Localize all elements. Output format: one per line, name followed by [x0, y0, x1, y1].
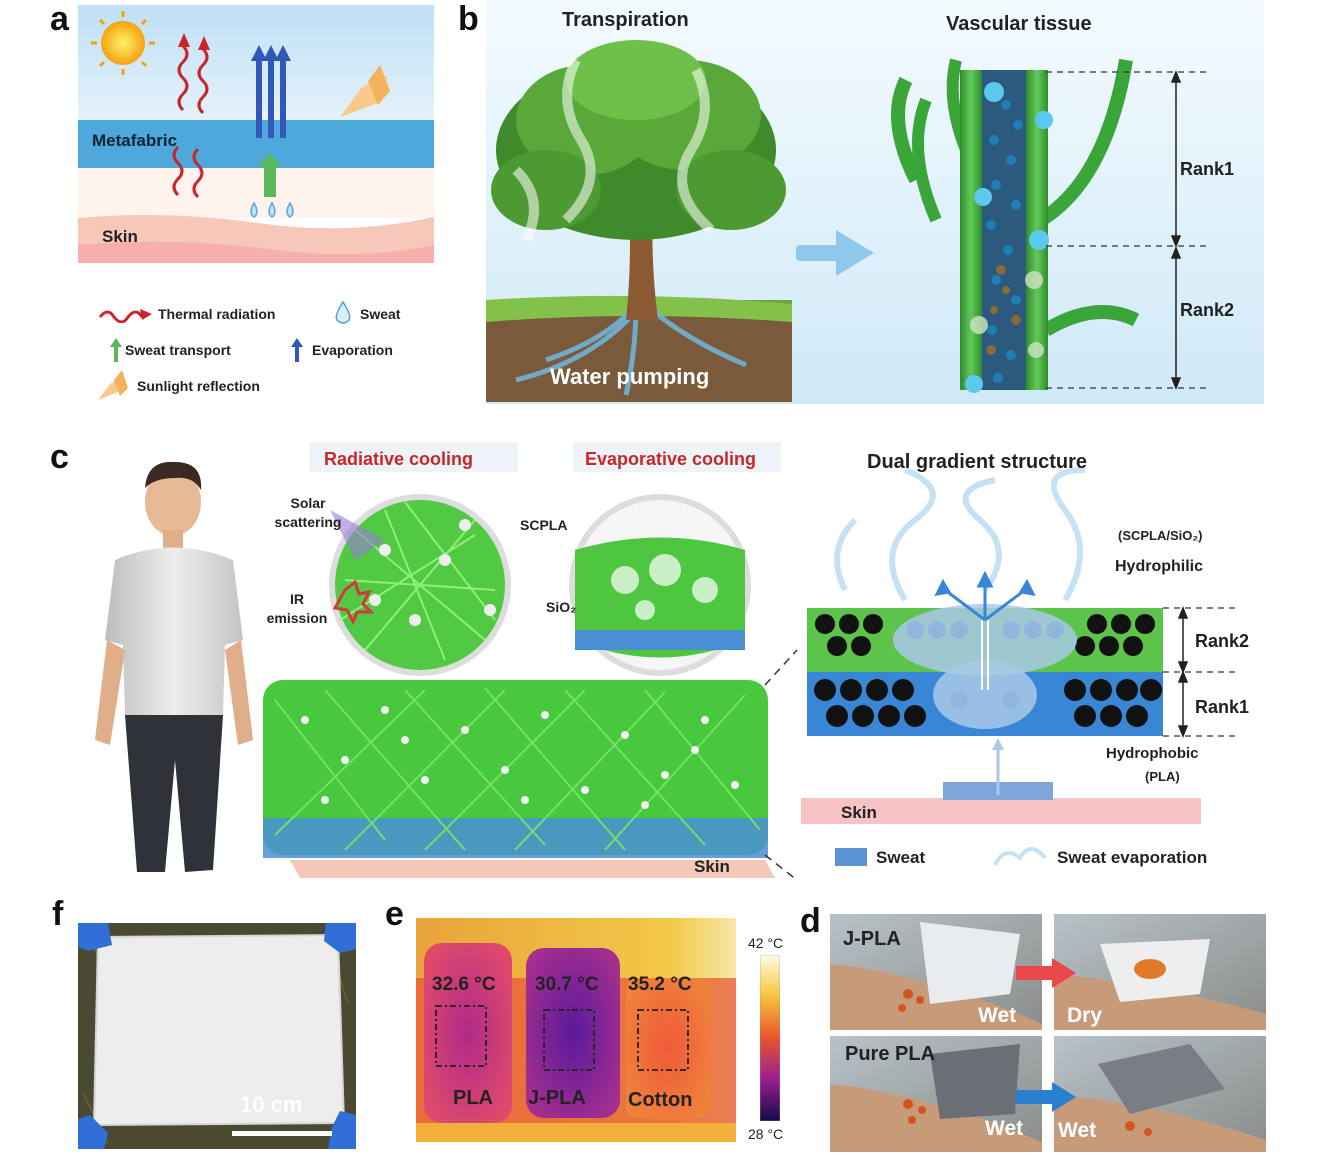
- legend-evaporation-label: Evaporation: [312, 342, 393, 358]
- vascular-tissue-title: Vascular tissue: [946, 13, 1092, 35]
- legend-thermal-label: Thermal radiation: [158, 306, 276, 322]
- wet-label-3: Wet: [1058, 1119, 1097, 1142]
- vascular-tissue-icon: [891, 58, 1140, 393]
- panel-label-f: f: [52, 895, 64, 933]
- wet-dry-photos: [830, 914, 1266, 1152]
- wet-label-2: Wet: [985, 1117, 1024, 1140]
- sweat-transport-arrow-icon: [258, 153, 282, 197]
- legend-transport-label: Sweat transport: [125, 342, 231, 358]
- sun-icon: [91, 11, 155, 75]
- wet-label-1: Wet: [978, 1004, 1017, 1027]
- legend-evaporation-icon: [993, 847, 1047, 866]
- wet-arrow-icon: [1016, 1082, 1076, 1112]
- panel-label-a: a: [50, 0, 69, 38]
- panel-c-illustration: [95, 442, 1235, 880]
- thermal-radiation-icon: [172, 44, 209, 199]
- skin-label-c: Skin: [841, 803, 877, 822]
- water-pumping-label: Water pumping: [550, 364, 710, 389]
- rank2-label-c: Rank2: [1195, 631, 1250, 651]
- hydrophilic-label: Hydrophilic: [1115, 558, 1204, 575]
- sunlight-reflection-icon: [340, 65, 390, 117]
- legend-sunlight-icon: [98, 370, 128, 400]
- panel-b-illustration: [486, 0, 1264, 404]
- ir-emission-label: IR emission: [266, 591, 328, 626]
- rank1-label-c: Rank1: [1195, 697, 1250, 717]
- sio2-label: SiO₂: [546, 599, 577, 615]
- fabric-block-icon: [263, 680, 775, 878]
- person-figure-icon: [95, 461, 253, 872]
- flow-arrow-icon: [796, 230, 874, 276]
- skin-label-fabric: Skin: [694, 857, 730, 876]
- sample-cotton-label: Cotton: [628, 1089, 693, 1111]
- evaporation-arrows-icon: [251, 45, 291, 138]
- fabric-photo: [78, 923, 356, 1149]
- temperature-colorbar: [760, 955, 780, 1121]
- scale-bar-label: 10 cm: [240, 1092, 303, 1117]
- legend-transport-icon: [110, 338, 122, 362]
- evaporative-magnified-circle-icon: [569, 494, 751, 676]
- panel-label-e: e: [385, 895, 404, 933]
- legend-sweat-swatch: [835, 848, 867, 866]
- panel-label-b: b: [458, 0, 479, 38]
- rank2-label-b: Rank2: [1180, 300, 1235, 320]
- panel-label-d: d: [800, 902, 821, 940]
- metafabric-label: Metafabric: [92, 131, 178, 150]
- thermal-image: [416, 918, 736, 1142]
- dual-gradient-layers-icon: [801, 467, 1201, 824]
- legend-sweat-drop-icon: [335, 300, 351, 324]
- skin-label-a: Skin: [102, 227, 138, 246]
- temp-pla-label: 32.6 °C: [432, 974, 496, 995]
- evaporative-cooling-title: Evaporative cooling: [585, 449, 757, 469]
- scpla-label: SCPLA: [520, 517, 568, 533]
- bottom-material-label: (PLA): [1145, 769, 1180, 784]
- pure-pla-photo-label: Pure PLA: [845, 1043, 936, 1065]
- dry-arrow-icon: [1016, 958, 1076, 988]
- legend-sweat-label: Sweat: [360, 306, 401, 322]
- legend-evaporation-label-c: Sweat evaporation: [1057, 848, 1208, 867]
- legend-sunlight-label: Sunlight reflection: [137, 378, 260, 394]
- legend-sweat-label-c: Sweat: [876, 848, 926, 867]
- top-material-label: (SCPLA/SiO₂): [1118, 528, 1203, 543]
- legend-evaporation-icon: [291, 338, 303, 362]
- radiative-magnified-circle-icon: [329, 494, 511, 676]
- sweat-droplets-icon: [250, 201, 294, 218]
- panel-a-illustration: [78, 5, 434, 263]
- radiative-cooling-title: Radiative cooling: [324, 449, 474, 469]
- legend-thermal-icon: [98, 309, 152, 323]
- colorbar-max-label: 42 °C: [748, 935, 784, 951]
- dry-label: Dry: [1067, 1004, 1103, 1027]
- jpla-photo-label: J-PLA: [843, 928, 901, 950]
- sample-jpla-label: J-PLA: [528, 1087, 586, 1109]
- rank1-label-b: Rank1: [1180, 159, 1235, 179]
- temp-jpla-label: 30.7 °C: [535, 974, 599, 995]
- solar-scattering-label: Solar scattering: [274, 495, 342, 530]
- colorbar-min-label: 28 °C: [748, 1126, 784, 1142]
- sample-pla-label: PLA: [453, 1087, 493, 1109]
- transpiration-title: Transpiration: [562, 9, 689, 31]
- dual-gradient-title: Dual gradient structure: [867, 451, 1088, 473]
- panel-label-c: c: [50, 438, 69, 476]
- temp-cotton-label: 35.2 °C: [628, 974, 692, 995]
- hydrophobic-label: Hydrophobic: [1106, 745, 1199, 762]
